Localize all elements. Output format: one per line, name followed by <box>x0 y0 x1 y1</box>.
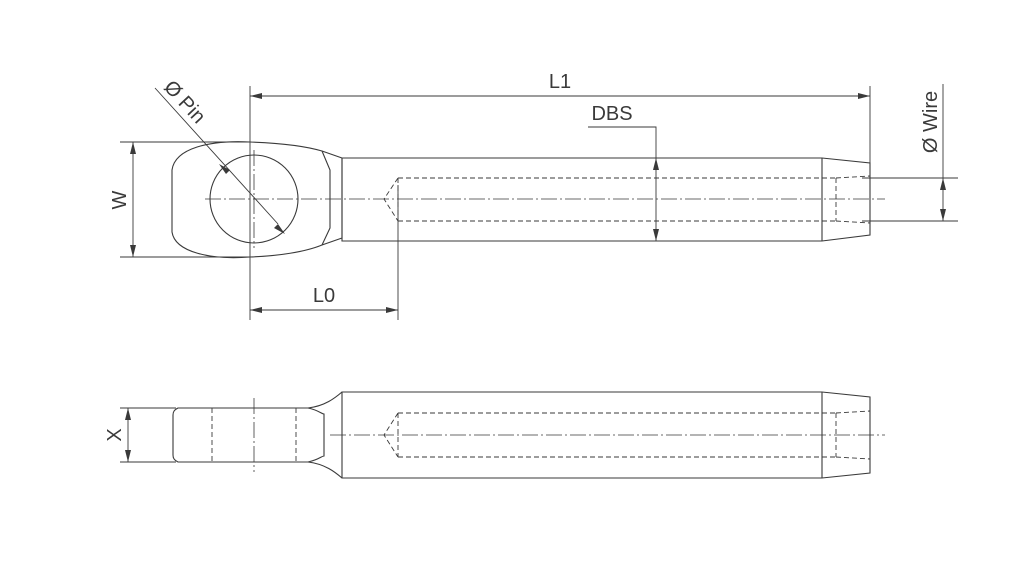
pin-arrow-lower <box>274 224 285 234</box>
dbs-leader <box>588 126 657 158</box>
hidden-taper <box>835 175 871 224</box>
l0-arrow-left <box>250 307 262 313</box>
neck-bevel <box>321 150 331 246</box>
w-arrow-bottom <box>130 245 136 257</box>
dbs-arrow-bottom <box>653 229 659 241</box>
dbs-label: DBS <box>591 103 632 125</box>
l1-arrow-left <box>250 93 262 99</box>
w-arrow-top <box>130 142 136 154</box>
body-barrel <box>341 157 871 242</box>
side-view: X <box>104 391 885 479</box>
side-hidden-bore <box>383 412 836 458</box>
l0-label: L0 <box>313 285 335 307</box>
dimensions-top: Ø Pin W L1 DBS Ø Wire L0 <box>109 71 958 320</box>
hidden-bore <box>383 177 836 222</box>
x-arrow-top <box>125 408 131 420</box>
w-label: W <box>109 190 131 209</box>
x-label: X <box>104 428 126 441</box>
x-arrow-bottom <box>125 450 131 462</box>
pin-leader <box>154 87 279 225</box>
wire-label: Ø Wire <box>920 91 942 153</box>
pin-arrow-upper <box>219 164 230 174</box>
top-view <box>171 141 885 259</box>
wire-arrow-top <box>940 178 946 190</box>
l1-arrow-right <box>858 93 870 99</box>
wire-arrow-bottom <box>940 209 946 221</box>
side-hidden-taper <box>835 410 871 460</box>
l1-label: L1 <box>549 71 571 93</box>
side-neck-flare <box>307 391 343 479</box>
eye-outline <box>171 141 343 259</box>
dbs-arrow-top <box>653 158 659 170</box>
l0-arrow-right <box>386 307 398 313</box>
eye-plate-outline <box>172 407 325 463</box>
